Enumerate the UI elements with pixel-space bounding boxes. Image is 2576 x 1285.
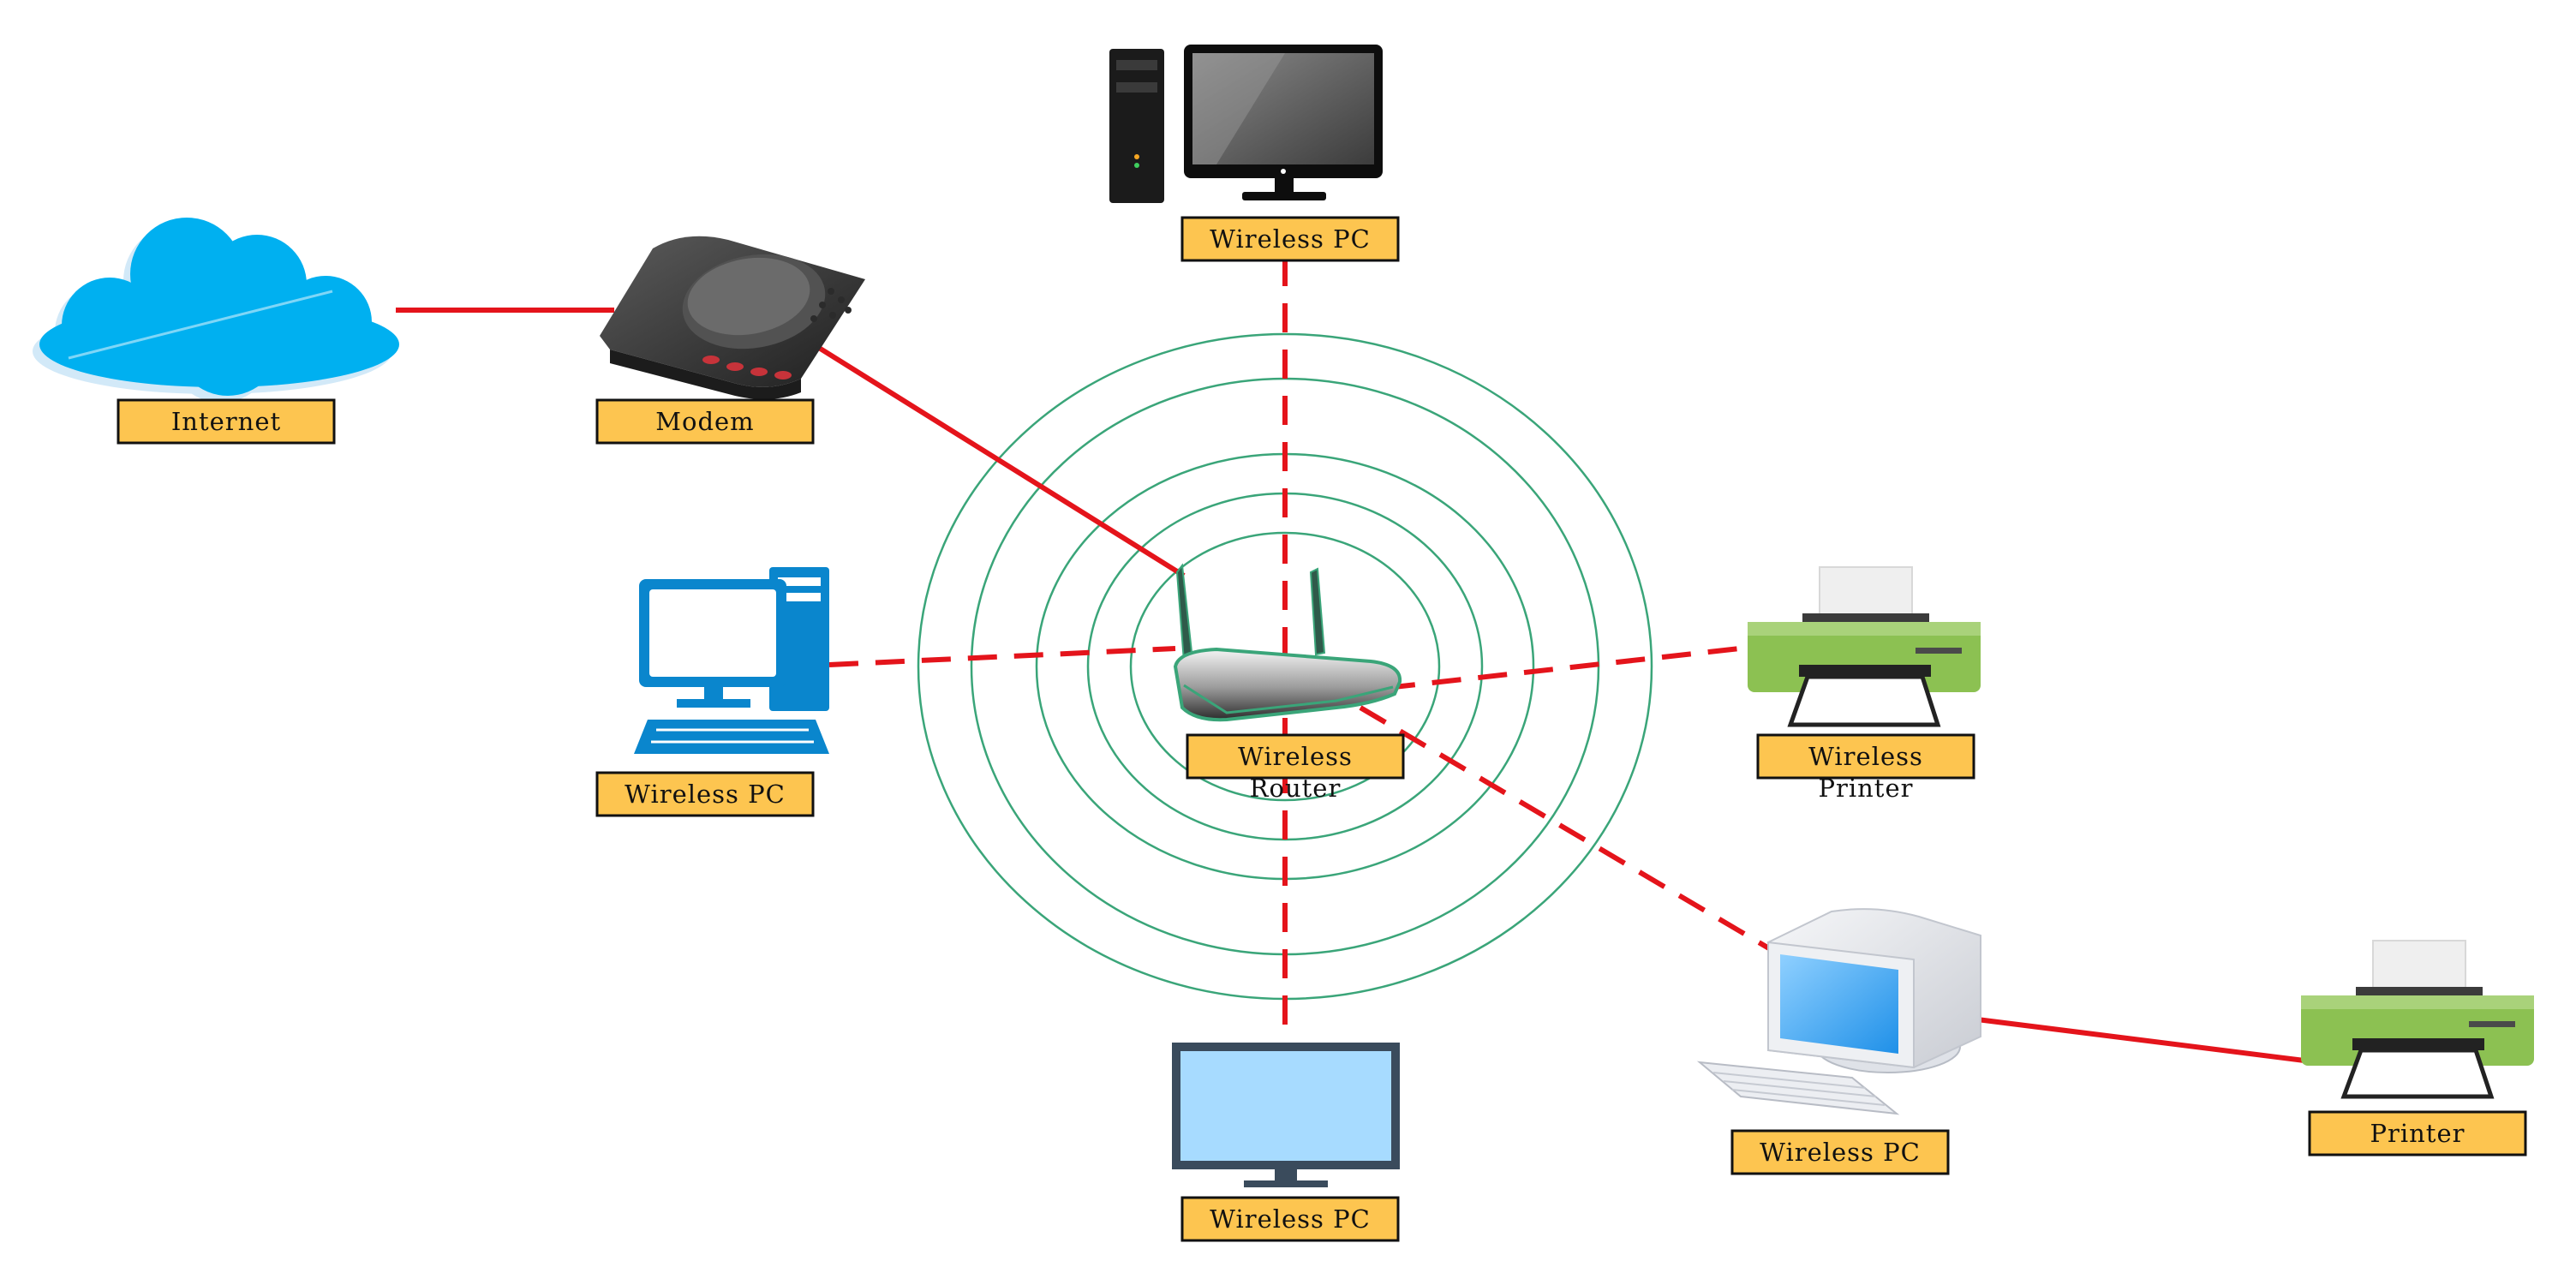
link-router-pc-left	[828, 646, 1176, 667]
modem-node: Modem	[595, 236, 865, 445]
cloud-icon	[33, 218, 399, 403]
svg-text:Internet: Internet	[171, 407, 281, 436]
signal-ring	[1129, 531, 1441, 802]
printer-label: Printer	[2308, 1110, 2527, 1156]
pc-right-label: Wireless PC	[1730, 1129, 1950, 1175]
printer-node: Printer	[2301, 940, 2534, 1156]
link-router-wireless-printer	[1385, 645, 1748, 690]
svg-text:Wireless PC: Wireless PC	[1210, 1204, 1371, 1234]
svg-text:Wireless PC: Wireless PC	[1760, 1138, 1921, 1167]
link-pc-right-printer	[1976, 1017, 2305, 1063]
wireless-printer-node: Wireless Printer	[1748, 566, 1981, 803]
svg-text:Wireless PC: Wireless PC	[625, 780, 786, 809]
wireless-printer-label: Wireless Printer	[1756, 733, 1975, 803]
pc-top-node: Wireless PC	[1109, 45, 1400, 262]
link-router-pc-right	[1359, 705, 1775, 953]
svg-text:Printer: Printer	[2370, 1119, 2465, 1148]
svg-text:Modem: Modem	[655, 407, 754, 436]
wireless-router-icon	[1173, 563, 1402, 722]
printer-icon	[1748, 566, 1981, 727]
internet-label: Internet	[117, 398, 336, 445]
desktop-tower-monitor-icon	[1109, 45, 1383, 203]
svg-text:Router: Router	[1250, 774, 1342, 803]
svg-text:Printer: Printer	[1818, 774, 1913, 803]
modem-icon	[600, 236, 865, 400]
pc-bottom-label: Wireless PC	[1180, 1196, 1400, 1242]
pc-top-label: Wireless PC	[1180, 216, 1400, 262]
pc-bottom-node: Wireless PC	[1172, 1043, 1400, 1242]
router-node: Wireless Router	[1173, 563, 1405, 803]
printer-icon	[2301, 940, 2534, 1099]
pc-left-node: Wireless PC	[595, 567, 829, 817]
crt-computer-icon	[1696, 908, 1981, 1115]
link-modem-router	[817, 345, 1186, 578]
pc-right-node: Wireless PC	[1696, 908, 1981, 1175]
router-label: Wireless Router	[1186, 733, 1405, 803]
pc-left-label: Wireless PC	[595, 771, 815, 817]
svg-text:Wireless PC: Wireless PC	[1210, 224, 1371, 254]
blue-desktop-pc-icon	[634, 567, 829, 754]
modem-label: Modem	[595, 398, 815, 445]
internet-node: Internet	[33, 218, 399, 445]
svg-text:Wireless: Wireless	[1808, 742, 1923, 771]
svg-text:Wireless: Wireless	[1238, 742, 1353, 771]
monitor-icon	[1172, 1043, 1400, 1187]
